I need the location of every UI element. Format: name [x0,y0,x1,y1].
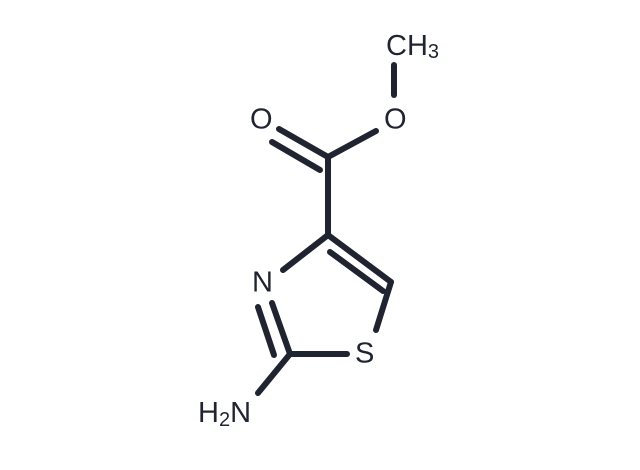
ester-oxygen-label: O [384,104,407,136]
methyl-label: CH3 [386,30,439,64]
bond-carbonyl-double-2 [269,139,323,173]
atom-label-layer: CH3 O O N S H2N [198,30,439,432]
bond-layer [255,62,397,396]
ring-sulfur-label: S [355,338,374,370]
bond-c2-amine [255,351,293,396]
bond-ester-oxygen-carbonyl-carbon [325,128,379,160]
carbonyl-oxygen-label: O [250,104,273,136]
bond-c2-n3-double-1 [269,300,293,357]
ring-nitrogen-label: N [252,267,273,299]
bond-c4-c5-double-2 [327,249,386,294]
amine-label: H2N [198,397,251,432]
bond-carbonyl-double-1 [276,126,331,160]
bond-c5-sulfur [373,279,394,333]
bond-c2-n3-double-2 [255,304,277,358]
bond-n3-c4 [280,232,331,273]
bond-c4-c5-double-1 [325,232,394,285]
